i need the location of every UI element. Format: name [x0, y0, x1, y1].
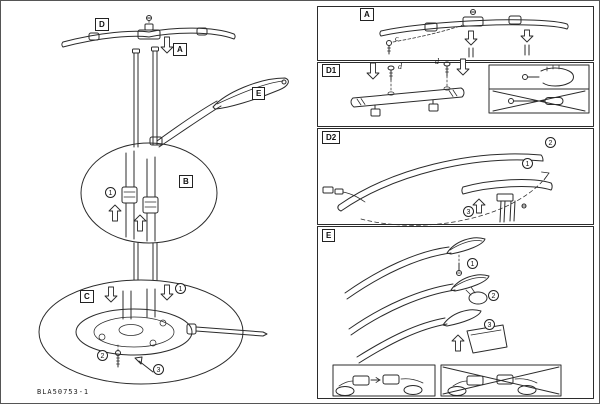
step-badge-d2-1: 1: [522, 158, 533, 169]
label-c: C: [80, 290, 94, 303]
up-arrow-icon: [472, 198, 486, 214]
plug-icon: [334, 188, 344, 195]
hand-icon: [468, 291, 488, 305]
plug-icon: [322, 186, 334, 194]
step-badge-c2: 2: [97, 350, 108, 361]
hand-icon: [403, 385, 423, 395]
label-panel-d2: D2: [322, 131, 341, 144]
hand-icon: [335, 386, 355, 396]
screw-icon: [470, 9, 476, 15]
step-badge-e3: 3: [484, 319, 495, 330]
down-arrow-icon: [160, 36, 174, 54]
up-arrow-icon: [108, 204, 122, 222]
screw-icon: [522, 74, 528, 80]
step-badge-e2: 2: [488, 290, 499, 301]
plug-icon: [352, 375, 370, 386]
detail-c-zoom: [38, 279, 268, 385]
label-panel-d1: D1: [322, 64, 341, 77]
down-arrow-icon: [464, 30, 478, 46]
prohibition-cross-icon: [492, 90, 586, 112]
step-badge-c3: 3: [153, 364, 164, 375]
plug-icon: [466, 375, 484, 386]
panel-a-border: [317, 6, 594, 61]
prohibition-cross-icon: [442, 366, 560, 395]
screw-icon: [456, 270, 462, 276]
coupler-icon: [121, 186, 138, 204]
swing-path: [360, 172, 550, 226]
right-panel-borders: [317, 6, 594, 399]
connector-ok-inset-box: [332, 364, 436, 397]
label-b: B: [179, 175, 193, 188]
label-e-main: E: [252, 87, 266, 100]
down-arrow-icon: [366, 62, 380, 80]
panel-d2-border: [317, 128, 594, 225]
part-number: BLA50753-1: [37, 388, 90, 396]
step-badge-c1: 1: [175, 283, 186, 294]
arm-and-lamp-head: [149, 77, 289, 148]
coupler-icon: [142, 196, 159, 214]
panel-d1-border: [317, 62, 594, 127]
label-d: D: [95, 18, 109, 31]
hardware-letter-d-right: d: [435, 57, 439, 66]
detail-b-zoom: [80, 142, 218, 244]
poles-lower: [133, 242, 158, 281]
screw-icon: [387, 65, 395, 71]
poles-upper: [132, 46, 159, 148]
connector-wrong-inset-box: [440, 364, 562, 397]
step-badge-e1: 1: [467, 258, 478, 269]
hardware-letter-d-left: d: [398, 62, 402, 71]
panel-e-border: [317, 226, 594, 399]
hand-icon: [447, 386, 467, 396]
down-arrow-icon: [160, 284, 174, 301]
hand-icon: [540, 67, 574, 87]
panel-d2-art: [322, 153, 553, 226]
screw-icon: [386, 40, 392, 46]
step-badge-b1: 1: [105, 187, 116, 198]
step-badge-d2-2: 2: [545, 137, 556, 148]
base-plate: [75, 308, 193, 356]
panel-d1-art: [350, 58, 590, 117]
panel-e-art: [332, 237, 562, 397]
crossbar-d: [61, 15, 236, 48]
label-a-main: A: [173, 43, 187, 56]
plug-icon: [382, 374, 400, 385]
label-panel-a: A: [360, 8, 374, 21]
up-arrow-icon: [451, 334, 465, 352]
down-arrow-icon: [104, 286, 118, 303]
up-arrow-icon: [133, 214, 147, 232]
hand-icon: [517, 385, 537, 395]
down-arrow-icon: [520, 29, 534, 43]
step-badge-d2-3: 3: [463, 206, 474, 217]
hardware-letter-c: c: [395, 34, 399, 43]
label-panel-e: E: [322, 229, 336, 242]
screw-icon: [508, 98, 514, 104]
screw-icon: [521, 203, 527, 209]
down-arrow-icon: [456, 58, 470, 76]
panel-a-art: [379, 9, 569, 58]
